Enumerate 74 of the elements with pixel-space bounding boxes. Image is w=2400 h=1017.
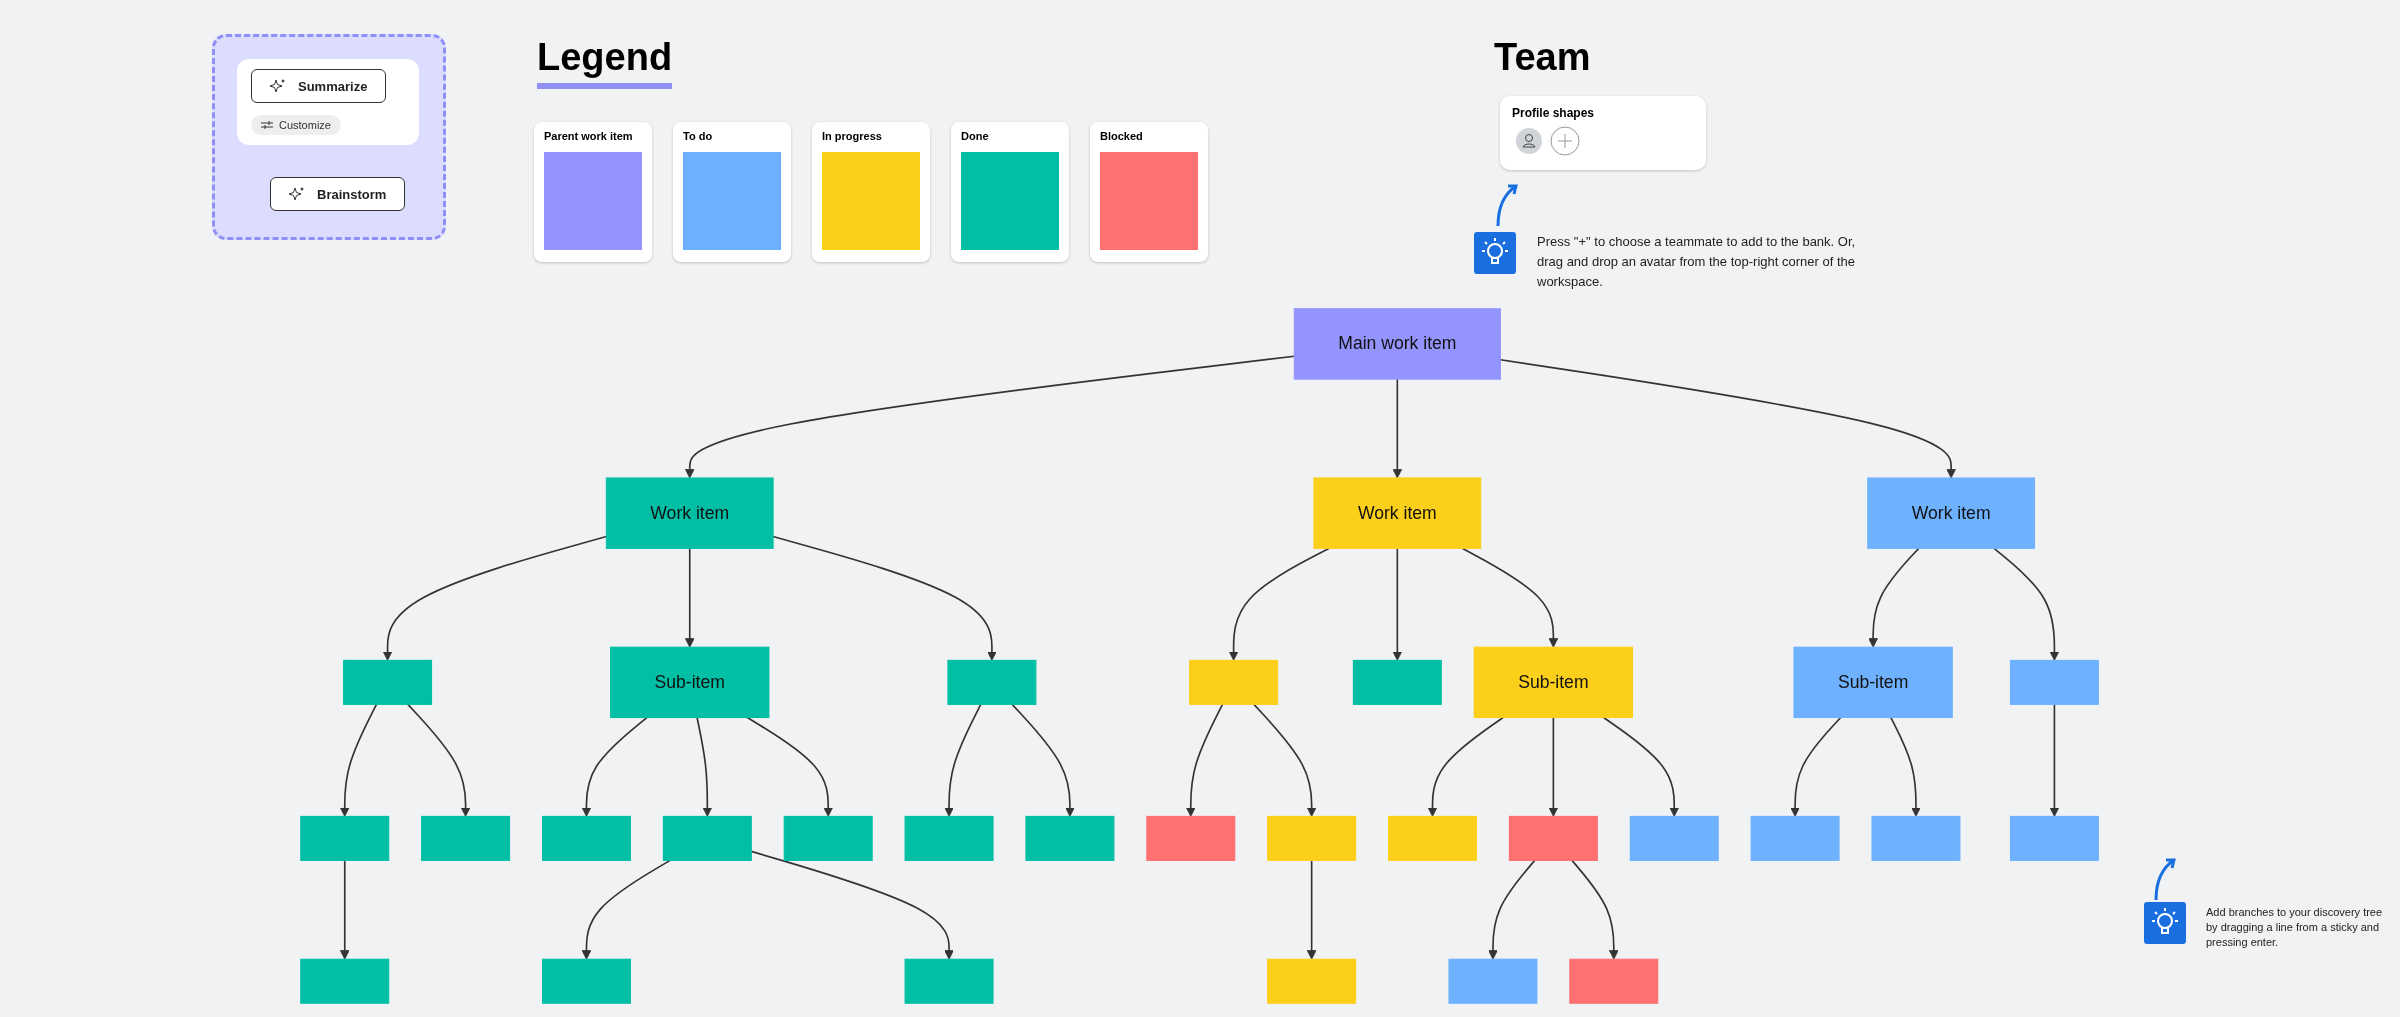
node-box bbox=[1569, 958, 1659, 1004]
node-box bbox=[300, 815, 390, 861]
arrow bbox=[1461, 547, 1559, 648]
node-box bbox=[1509, 815, 1599, 861]
node-box bbox=[1448, 958, 1538, 1004]
arrow bbox=[1011, 703, 1076, 817]
node-box bbox=[1025, 815, 1115, 861]
legend-label: Blocked bbox=[1100, 130, 1143, 142]
arrow bbox=[746, 716, 834, 817]
legend-label: Parent work item bbox=[544, 130, 633, 142]
node-box bbox=[300, 958, 390, 1004]
arrow bbox=[340, 859, 350, 960]
arrow bbox=[1253, 703, 1317, 817]
arrow bbox=[696, 716, 713, 817]
arrow bbox=[1229, 547, 1331, 661]
arrow bbox=[1890, 716, 1922, 817]
arrow bbox=[1428, 716, 1505, 817]
arrow bbox=[944, 703, 982, 817]
legend-label: To do bbox=[683, 130, 713, 142]
arrow bbox=[1500, 358, 1957, 479]
node-box bbox=[542, 958, 632, 1004]
arrow bbox=[1392, 547, 1403, 661]
legend-heading: Legend bbox=[537, 36, 673, 89]
arrow bbox=[1790, 716, 1842, 817]
node-box: Sub-item bbox=[1793, 646, 1954, 719]
node-box bbox=[542, 815, 632, 861]
arrow bbox=[2050, 703, 2060, 817]
node-box bbox=[1189, 659, 1279, 705]
arrow bbox=[1993, 547, 2060, 661]
node-box bbox=[905, 958, 994, 1004]
team-heading: Team bbox=[1494, 36, 1591, 79]
node-box bbox=[2010, 815, 2100, 861]
arrow bbox=[685, 547, 695, 648]
arrow bbox=[407, 703, 471, 817]
node-box bbox=[1267, 958, 1357, 1004]
node-box bbox=[421, 815, 511, 861]
tip-note: Add branches to your discovery tree by dragging a line from a sticky and pressing enter. bbox=[2206, 905, 2384, 950]
node-box bbox=[1146, 815, 1236, 861]
node-box bbox=[343, 659, 433, 705]
arrow bbox=[340, 703, 378, 817]
node-box bbox=[2010, 659, 2100, 705]
node-box: Work item bbox=[606, 477, 775, 549]
node-box bbox=[1353, 659, 1443, 705]
arrow bbox=[1488, 859, 1537, 960]
node-box bbox=[663, 815, 753, 861]
node-box bbox=[1388, 815, 1478, 861]
node-box bbox=[1871, 815, 1961, 861]
arrow bbox=[1571, 859, 1620, 960]
node-box bbox=[1267, 815, 1357, 861]
arrow bbox=[1868, 547, 1920, 648]
node-box bbox=[1630, 815, 1720, 861]
node-box bbox=[784, 815, 874, 861]
node-box: Work item bbox=[1867, 477, 2036, 549]
arrow bbox=[1603, 716, 1680, 817]
arrow bbox=[1548, 716, 1559, 817]
node-box bbox=[947, 659, 1037, 705]
legend-label: In progress bbox=[822, 130, 882, 142]
arrow bbox=[1186, 703, 1224, 817]
node-box bbox=[905, 815, 994, 861]
node-box: Sub-item bbox=[610, 646, 770, 719]
arrow bbox=[582, 716, 649, 817]
tip-note: Press "+" to choose a teammate to add to the bank. Or, drag and drop an avatar from the top-right corner of the workspace. bbox=[1537, 233, 1857, 291]
customize-button: Customize bbox=[251, 115, 341, 135]
summarize-button: Summarize bbox=[251, 69, 387, 103]
card-heading: Profile shapes bbox=[1512, 106, 1595, 120]
node-box: Work item bbox=[1313, 477, 1482, 549]
legend-label: Done bbox=[961, 130, 989, 142]
arrow bbox=[582, 859, 672, 960]
node-box: Sub-item bbox=[1474, 646, 1634, 719]
arrow bbox=[1392, 378, 1403, 479]
arrow bbox=[1307, 859, 1317, 960]
node-box: Main work item bbox=[1294, 308, 1502, 380]
node-box bbox=[1751, 815, 1840, 861]
brainstorm-button: Brainstorm bbox=[270, 177, 406, 211]
